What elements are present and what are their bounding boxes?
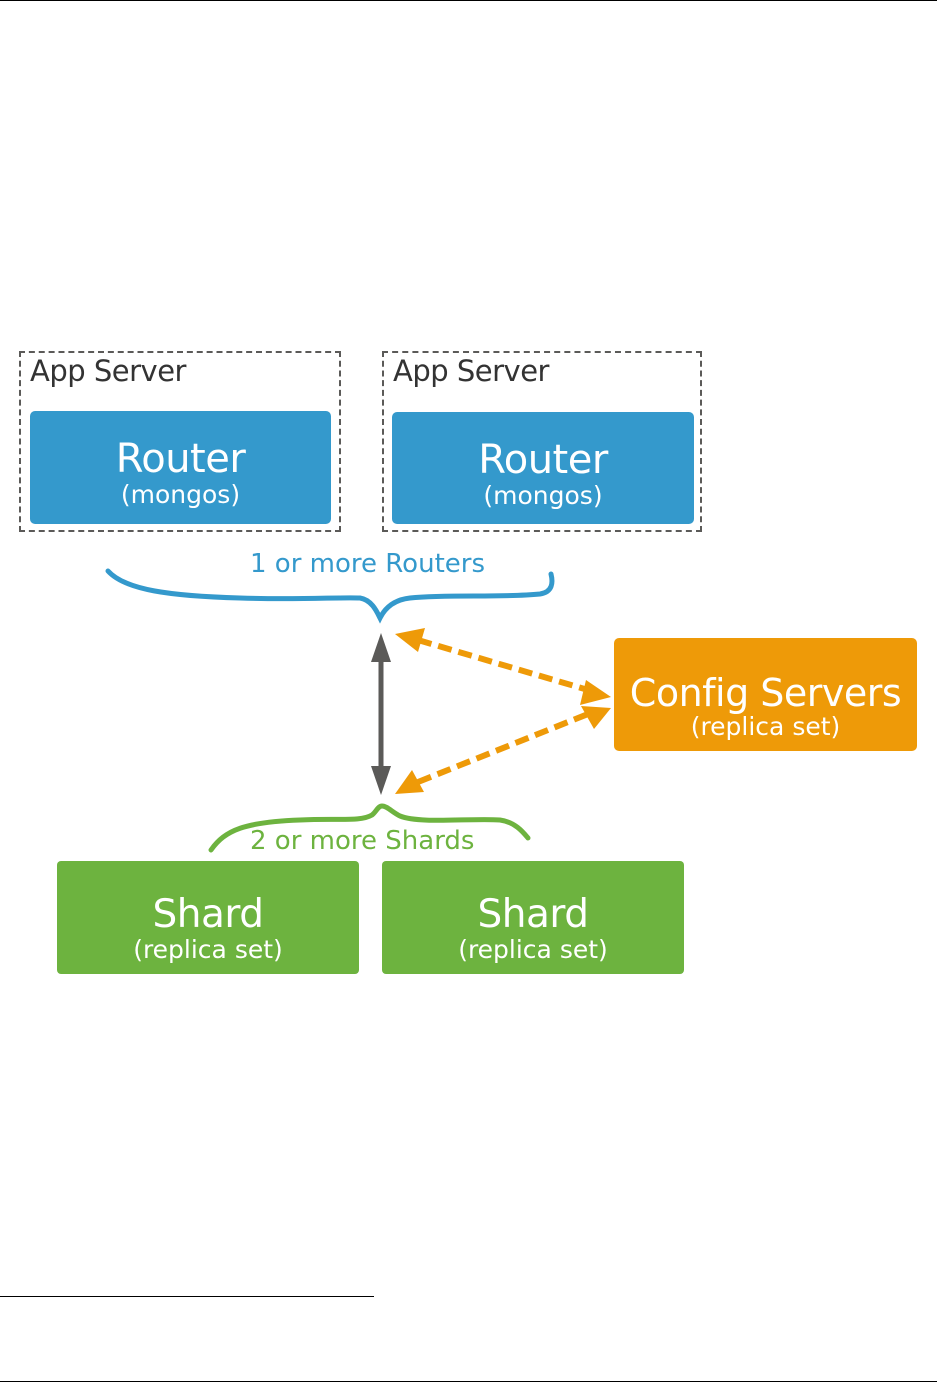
app-server-box: App Server Router (mongos): [19, 351, 341, 532]
router-sublabel: (mongos): [120, 480, 241, 509]
router-sublabel: (mongos): [483, 481, 603, 510]
shard-sublabel: (replica set): [133, 935, 283, 964]
config-servers-label: Config Servers: [629, 671, 902, 715]
arrow-head-up: [371, 633, 391, 662]
arrow-head: [395, 770, 424, 794]
routers-brace-label: 1 or more Routers: [250, 549, 485, 579]
arrow-head-down: [371, 766, 391, 795]
footnote-rule: [0, 1296, 374, 1297]
config-servers-sublabel: (replica set): [690, 712, 841, 741]
app-server-box: App Server Router (mongos): [382, 351, 702, 532]
config-shard-arrow: [395, 706, 611, 794]
router-box: Router (mongos): [30, 411, 331, 524]
shard-label: Shard: [152, 892, 264, 937]
router-shard-arrow: [371, 633, 391, 795]
router-box: Router (mongos): [392, 412, 694, 524]
arrow-head: [580, 680, 611, 705]
shard-label: Shard: [477, 892, 589, 937]
shard-box: Shard (replica set): [382, 861, 684, 974]
config-servers-box: Config Servers (replica set): [614, 638, 917, 751]
router-label: Router: [115, 436, 246, 482]
shard-sublabel: (replica set): [458, 935, 608, 964]
router-label: Router: [478, 437, 608, 483]
arrow-head: [581, 706, 611, 729]
arrow-head: [395, 628, 425, 652]
page-top-rule: [0, 0, 937, 1]
shard-box: Shard (replica set): [57, 861, 359, 974]
shards-brace-label: 2 or more Shards: [250, 826, 475, 856]
app-server-title: App Server: [30, 354, 186, 388]
app-server-title: App Server: [393, 354, 549, 388]
config-router-arrow: [395, 628, 611, 705]
